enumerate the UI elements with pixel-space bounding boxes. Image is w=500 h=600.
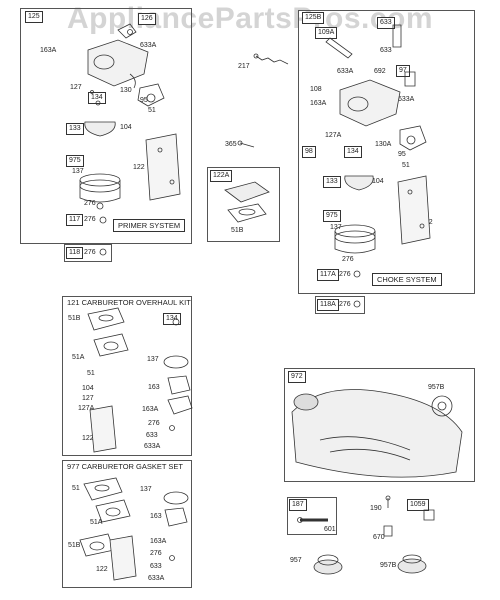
ref-133[interactable]: 133 <box>66 123 84 135</box>
kit977-163[interactable]: 163 <box>150 513 162 520</box>
ref-51B[interactable]: 51B <box>231 227 244 234</box>
spring-link-drawing <box>253 53 289 65</box>
panel-125-primer <box>20 8 192 244</box>
primer-system-label: PRIMER SYSTEM <box>113 219 186 232</box>
kit977-122[interactable]: 122 <box>96 566 108 573</box>
ref-217[interactable]: 217 <box>238 63 250 70</box>
ref-633A-top[interactable]: 633A <box>337 68 354 75</box>
ref-122-b[interactable]: 122 <box>421 219 433 226</box>
kit977-633A[interactable]: 633A <box>148 575 165 582</box>
kit121-51B[interactable]: 51B <box>68 315 81 322</box>
ref-98[interactable]: 98 <box>302 146 316 158</box>
ref-118[interactable]: 118 <box>66 247 84 259</box>
kit121-633[interactable]: 633 <box>146 432 158 439</box>
ref-104[interactable]: 104 <box>120 124 132 131</box>
kit121-137[interactable]: 137 <box>147 356 159 363</box>
kit-977-title: 977 CARBURETOR GASKET SET <box>67 462 184 471</box>
ref-276-b[interactable]: 276 <box>84 216 96 223</box>
kit-121-title: 121 CARBURETOR OVERHAUL KIT <box>67 298 191 307</box>
kit121-127A[interactable]: 127A <box>78 405 95 412</box>
panel-977-gasket-set <box>62 460 192 588</box>
ref-109A[interactable]: 109A <box>315 27 338 39</box>
ref-276-f[interactable]: 276 <box>339 301 351 308</box>
ref-975-b[interactable]: 975 <box>323 210 341 222</box>
kit121-163A[interactable]: 163A <box>142 406 159 413</box>
screw-drawing <box>237 140 255 148</box>
kit977-51A[interactable]: 51A <box>90 519 103 526</box>
ref-163A[interactable]: 163A <box>40 47 57 54</box>
ref-1059[interactable]: 1059 <box>407 499 429 511</box>
screen-cap-drawing <box>397 554 427 574</box>
kit977-51B[interactable]: 51B <box>68 542 81 549</box>
ref-975[interactable]: 975 <box>66 155 84 167</box>
ref-51[interactable]: 51 <box>148 107 156 114</box>
ref-122[interactable]: 122 <box>133 164 145 171</box>
kit121-104[interactable]: 104 <box>82 385 94 392</box>
ref-276[interactable]: 276 <box>84 200 96 207</box>
ref-125[interactable]: 125 <box>25 11 43 23</box>
fuel-cap-drawing <box>313 554 343 575</box>
box-118A-frame <box>315 296 365 314</box>
ref-187[interactable]: 187 <box>289 499 307 511</box>
ref-125B[interactable]: 125B <box>302 12 325 24</box>
ref-957[interactable]: 957 <box>290 557 302 564</box>
panel-187 <box>287 497 337 535</box>
ref-127[interactable]: 127 <box>70 84 82 91</box>
ref-134-b[interactable]: 134 <box>344 146 362 158</box>
ref-137-b[interactable]: 137 <box>330 224 342 231</box>
ref-133-b[interactable]: 133 <box>323 176 341 188</box>
ref-163A-b[interactable]: 163A <box>310 100 327 107</box>
kit977-633[interactable]: 633 <box>150 563 162 570</box>
kit121-163[interactable]: 163 <box>148 384 160 391</box>
kit121-51A[interactable]: 51A <box>72 354 85 361</box>
ref-633-side[interactable]: 633 <box>380 47 392 54</box>
ref-126[interactable]: 126 <box>138 13 156 25</box>
ref-130[interactable]: 130 <box>120 87 132 94</box>
choke-system-label: CHOKE SYSTEM <box>372 273 442 286</box>
kit121-122[interactable]: 122 <box>82 435 94 442</box>
ref-601[interactable]: 601 <box>324 526 336 533</box>
ref-633[interactable]: 633 <box>377 17 395 29</box>
kit121-51[interactable]: 51 <box>87 370 95 377</box>
kit121-276[interactable]: 276 <box>148 420 160 427</box>
kit977-276[interactable]: 276 <box>150 550 162 557</box>
ref-97[interactable]: 97 <box>396 65 410 77</box>
panel-122A <box>207 167 280 242</box>
ref-137[interactable]: 137 <box>72 168 84 175</box>
kit121-134[interactable]: 134 <box>163 313 181 325</box>
ref-670[interactable]: 670 <box>373 534 385 541</box>
box-118-frame <box>64 244 112 262</box>
kit977-51[interactable]: 51 <box>72 485 80 492</box>
ref-633A-b[interactable]: 633A <box>398 96 415 103</box>
ref-365[interactable]: 365 <box>225 141 237 148</box>
ref-957B-top[interactable]: 957B <box>428 384 445 391</box>
ref-276-d[interactable]: 276 <box>342 256 354 263</box>
ref-633A[interactable]: 633A <box>140 42 157 49</box>
kit121-127[interactable]: 127 <box>82 395 94 402</box>
panel-125B-choke <box>298 10 475 294</box>
ref-117[interactable]: 117 <box>66 214 84 226</box>
kit977-137[interactable]: 137 <box>140 486 152 493</box>
kit977-163A[interactable]: 163A <box>150 538 167 545</box>
ref-692[interactable]: 692 <box>374 68 386 75</box>
ref-51-b[interactable]: 51 <box>402 162 410 169</box>
ref-95[interactable]: 95 <box>140 97 148 104</box>
ref-122A[interactable]: 122A <box>210 170 233 182</box>
ref-104-b[interactable]: 104 <box>372 178 384 185</box>
kit121-633A[interactable]: 633A <box>144 443 161 450</box>
ref-95-b[interactable]: 95 <box>398 151 406 158</box>
ref-957B-bottom[interactable]: 957B <box>380 562 397 569</box>
ref-276-c[interactable]: 276 <box>84 249 96 256</box>
ref-130A[interactable]: 130A <box>375 141 392 148</box>
ref-134[interactable]: 134 <box>88 92 106 104</box>
ref-127A[interactable]: 127A <box>325 132 342 139</box>
panel-121-overhaul-kit <box>62 296 192 456</box>
ref-190[interactable]: 190 <box>370 505 382 512</box>
ref-276-e[interactable]: 276 <box>339 271 351 278</box>
ref-118A[interactable]: 118A <box>317 299 339 311</box>
ref-117A[interactable]: 117A <box>317 269 339 281</box>
ref-972[interactable]: 972 <box>288 371 306 383</box>
panel-972-tank <box>284 368 475 482</box>
ref-108[interactable]: 108 <box>310 86 322 93</box>
